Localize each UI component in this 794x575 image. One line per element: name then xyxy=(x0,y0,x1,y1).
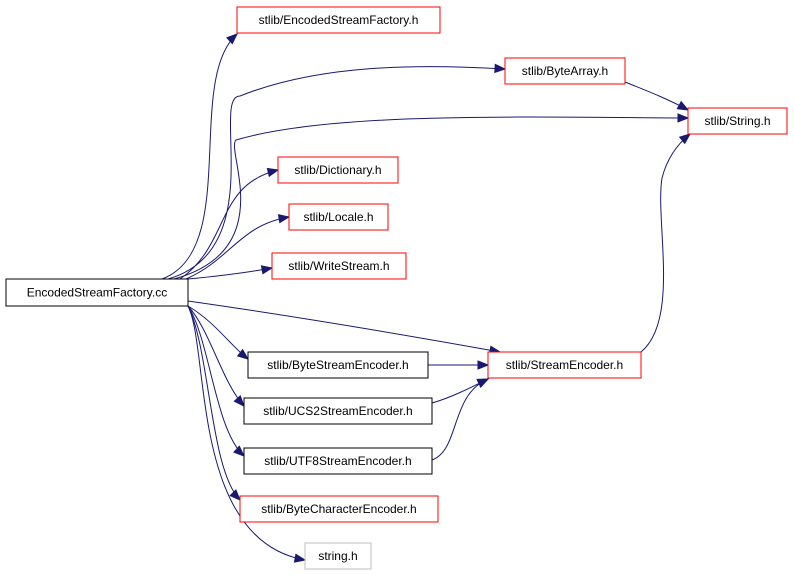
edges-layer xyxy=(161,33,692,563)
node-se_h[interactable]: stlib/StreamEncoder.h xyxy=(487,351,642,379)
arrowhead-icon xyxy=(233,445,245,457)
node-box xyxy=(687,107,788,135)
arrowhead-icon xyxy=(676,100,690,111)
edge-line xyxy=(187,300,501,353)
edge-line xyxy=(173,116,689,280)
node-label: stlib/UCS2StreamEncoder.h xyxy=(263,404,412,418)
edge-ba_h-to-str_h xyxy=(624,81,690,111)
node-label: stlib/EncodedStreamFactory.h xyxy=(259,13,419,27)
node-box xyxy=(5,278,189,307)
node-label: stlib/ByteStreamEncoder.h xyxy=(267,358,408,372)
edge-root-to-utf_h xyxy=(187,305,245,457)
edge-line xyxy=(167,66,506,280)
edge-line xyxy=(187,305,245,407)
edge-line xyxy=(185,216,290,280)
node-box xyxy=(236,6,441,34)
edge-line xyxy=(179,169,279,280)
edge-root-to-esf_h xyxy=(161,33,238,280)
edge-se_h-to-str_h xyxy=(640,133,692,353)
arrowhead-icon xyxy=(266,167,280,178)
node-utf_h[interactable]: stlib/UTF8StreamEncoder.h xyxy=(243,447,433,475)
edge-line xyxy=(640,133,691,353)
arrowhead-icon xyxy=(236,348,250,360)
edge-line xyxy=(187,305,306,561)
node-ucs_h[interactable]: stlib/UCS2StreamEncoder.h xyxy=(243,397,433,425)
node-label: stlib/String.h xyxy=(704,114,770,128)
edge-line xyxy=(161,33,238,280)
node-box xyxy=(288,203,389,231)
arrowhead-icon xyxy=(494,63,507,74)
edge-root-to-str_h xyxy=(173,113,690,280)
edge-line xyxy=(187,267,273,280)
node-label: stlib/StreamEncoder.h xyxy=(506,358,623,372)
edge-root-to-string xyxy=(187,305,307,563)
node-label: stlib/WriteStream.h xyxy=(288,259,389,273)
arrowhead-icon xyxy=(226,33,238,45)
node-label: EncodedStreamFactory.cc xyxy=(27,286,168,300)
edge-root-to-ucs_h xyxy=(187,305,245,408)
edge-line xyxy=(431,378,489,461)
arrowhead-icon xyxy=(233,395,245,408)
node-box xyxy=(304,542,372,570)
node-box xyxy=(504,57,626,85)
node-dict_h[interactable]: stlib/Dictionary.h xyxy=(277,156,399,184)
edge-root-to-bce_h xyxy=(187,305,241,501)
node-box xyxy=(247,351,429,379)
edge-bse_h-to-se_h xyxy=(428,360,490,370)
node-label: stlib/ByteArray.h xyxy=(522,64,608,78)
edge-root-to-bse_h xyxy=(187,305,250,360)
node-label: stlib/UTF8StreamEncoder.h xyxy=(264,454,411,468)
node-box xyxy=(243,397,433,425)
node-string[interactable]: string.h xyxy=(304,542,372,570)
node-label: stlib/Locale.h xyxy=(303,210,373,224)
node-box xyxy=(271,252,407,280)
edge-root-to-dict_h xyxy=(179,167,280,280)
edge-root-to-ba_h xyxy=(167,63,507,280)
node-box xyxy=(277,156,399,184)
edge-utf_h-to-se_h xyxy=(431,378,490,461)
node-label: string.h xyxy=(318,549,357,563)
node-box xyxy=(239,495,439,523)
node-ba_h[interactable]: stlib/ByteArray.h xyxy=(504,57,626,85)
node-loc_h[interactable]: stlib/Locale.h xyxy=(288,203,389,231)
node-ws_h[interactable]: stlib/WriteStream.h xyxy=(271,252,407,280)
edge-root-to-ws_h xyxy=(187,265,274,280)
node-root: EncodedStreamFactory.cc xyxy=(5,278,189,307)
node-label: stlib/Dictionary.h xyxy=(294,163,381,177)
nodes-layer: EncodedStreamFactory.cc stlib/EncodedStre… xyxy=(5,6,788,570)
edge-root-to-loc_h xyxy=(185,214,291,280)
node-box xyxy=(487,351,642,379)
arrowhead-icon xyxy=(477,360,490,370)
arrowhead-icon xyxy=(476,378,490,388)
arrowhead-icon xyxy=(293,553,307,563)
node-box xyxy=(243,447,433,475)
edge-line xyxy=(187,305,245,457)
edge-root-to-se_h xyxy=(187,300,502,355)
node-label: stlib/ByteCharacterEncoder.h xyxy=(261,502,416,516)
node-esf_h[interactable]: stlib/EncodedStreamFactory.h xyxy=(236,6,441,34)
arrowhead-icon xyxy=(260,265,274,275)
arrowhead-icon xyxy=(677,113,690,123)
node-bse_h[interactable]: stlib/ByteStreamEncoder.h xyxy=(247,351,429,379)
node-bce_h[interactable]: stlib/ByteCharacterEncoder.h xyxy=(239,495,439,523)
node-str_h[interactable]: stlib/String.h xyxy=(687,107,788,135)
edge-line xyxy=(187,305,241,501)
arrowhead-icon xyxy=(277,214,291,224)
arrowhead-icon xyxy=(678,133,692,145)
arrowhead-icon xyxy=(229,489,241,501)
